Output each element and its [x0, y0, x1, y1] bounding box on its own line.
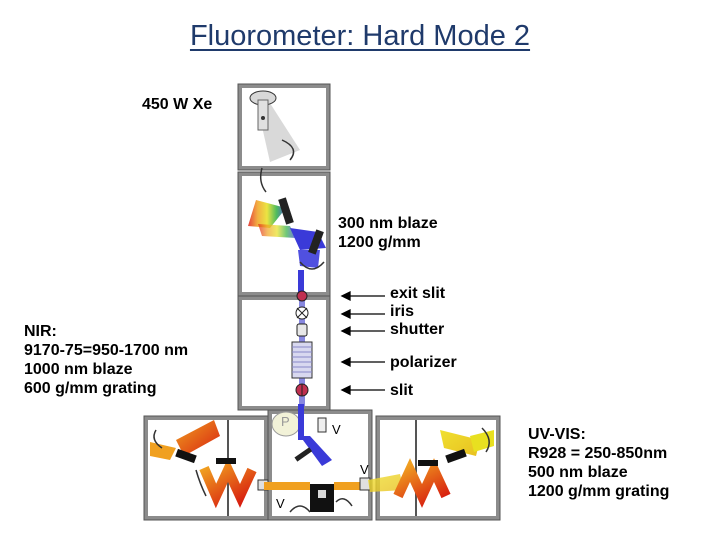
iris-label: iris	[390, 303, 415, 320]
exit-slit-label: exit slit	[390, 285, 446, 302]
excitation-mono-label: 300 nm blaze 1200 g/mm	[338, 215, 438, 251]
uvvis-detector-label: UV-VIS: R928 = 250-850nm 500 nm blaze 12…	[528, 426, 670, 500]
exit-slit-icon	[296, 290, 308, 302]
lamp-housing	[237, 83, 331, 171]
page-title: Fluorometer: Hard Mode 2	[189, 20, 531, 52]
polarizer-p-label: P	[281, 414, 290, 429]
polarizer-v-top-label: V	[332, 422, 341, 437]
polarizer-label: polarizer	[390, 354, 457, 371]
nir-detector-label: NIR: 9170-75=950-1700 nm 1000 nm blaze 6…	[24, 323, 189, 397]
label-arrows	[340, 290, 385, 396]
lamp-label: 450 W Xe	[142, 96, 213, 113]
excitation-monochromator	[237, 167, 331, 298]
sample-box	[267, 404, 373, 521]
uvvis-emission-monochromator	[334, 415, 501, 521]
polarizer-icon	[291, 341, 313, 379]
slit-label: slit	[390, 382, 414, 399]
shutter-label: shutter	[390, 321, 445, 338]
sample-compartment	[237, 290, 331, 411]
polarizer-v-bottom-label: V	[276, 496, 285, 511]
nir-emission-monochromator	[143, 415, 310, 521]
polarizer-v-right-label: V	[360, 462, 369, 477]
shutter-icon	[296, 323, 308, 337]
